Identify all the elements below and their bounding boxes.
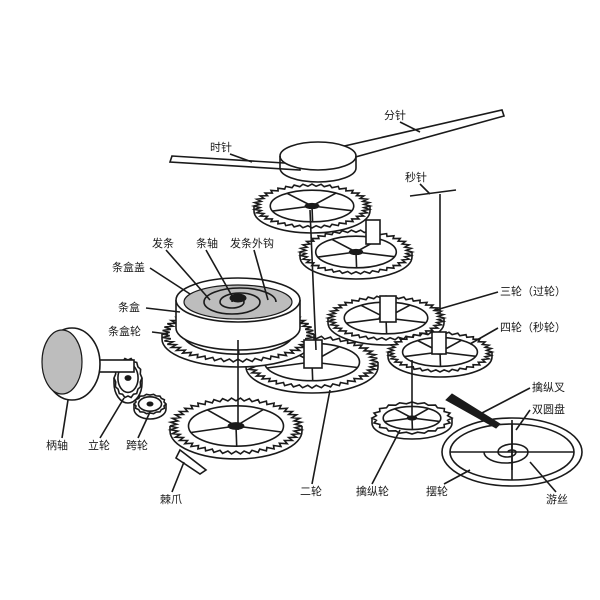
pallet-fork (445, 393, 501, 429)
leader-double-roller (515, 409, 531, 431)
leader-pallet-fork (479, 387, 531, 415)
label-hairspring: 游丝 (546, 493, 568, 506)
label-crown: 柄轴 (46, 439, 68, 452)
label-second-hand: 秒针 (405, 171, 427, 184)
label-minute-hand: 分针 (384, 109, 406, 122)
label-double-roller: 双圆盘 (532, 403, 565, 416)
label-spring: 发条 (152, 237, 174, 250)
label-balance-wheel: 摆轮 (426, 485, 448, 498)
balance-assembly (441, 417, 583, 487)
label-third-wheel: 三轮（过轮） (500, 285, 566, 298)
leader-crown-wheel (137, 411, 151, 439)
leader-fourth-wheel (469, 327, 499, 345)
label-barrel: 条盒 (118, 301, 140, 314)
leader-escape-wheel (371, 429, 401, 485)
leader-center-wheel (311, 389, 331, 485)
crown-gear (132, 393, 168, 420)
label-center-wheel: 二轮 (300, 485, 322, 498)
hand-hub (279, 141, 357, 171)
label-escape-wheel: 擒纵轮 (356, 485, 389, 498)
leader-spring (165, 249, 211, 301)
hairspring-coil (483, 443, 529, 464)
minute-pinion (365, 219, 381, 245)
minute-wheel (296, 229, 416, 280)
hand-hub-side (279, 156, 357, 183)
label-fourth-wheel: 四轮（秒轮） (500, 321, 566, 334)
fourth-pinion (431, 331, 447, 355)
leader-crown (61, 399, 69, 439)
leader-hairspring (529, 461, 557, 493)
leader-barrel-cover (149, 267, 191, 295)
click-pawl (174, 448, 208, 475)
label-hour-hand: 时针 (210, 141, 232, 154)
leader-click (171, 461, 185, 493)
second-hand (409, 189, 457, 197)
third-pinion (379, 295, 397, 323)
ratchet-wheel (167, 397, 305, 460)
leader-spring-hook (253, 249, 269, 301)
leader-balance-wheel (443, 469, 471, 485)
mainspring-barrel (175, 277, 301, 351)
leader-barrel-wheel (151, 331, 169, 335)
center-pinion (303, 339, 323, 369)
leader-barrel (145, 307, 181, 313)
leader-clutch-wheel (99, 397, 125, 439)
leader-arbor (205, 249, 233, 297)
leader-second-hand (419, 183, 431, 195)
label-barrel-cover: 条盒盖 (112, 261, 145, 274)
center-arbor (309, 209, 317, 351)
leader-third-wheel (435, 291, 499, 311)
leader-minute-hand (399, 121, 421, 133)
label-clutch-wheel: 立轮 (88, 439, 110, 452)
label-click: 棘爪 (160, 493, 182, 506)
label-crown-wheel: 跨轮 (126, 439, 148, 452)
label-pallet-fork: 擒纵叉 (532, 381, 565, 394)
mainspring-coil (203, 287, 277, 315)
label-arbor: 条轴 (196, 237, 218, 250)
barrel-arbor-top (229, 293, 247, 303)
hour-wheel (250, 183, 374, 234)
hour-hand (168, 155, 301, 171)
crown-stem (41, 327, 135, 401)
label-spring-hook: 发条外钩 (230, 237, 274, 250)
leader-hour-hand (229, 153, 253, 163)
label-barrel-wheel: 条盒轮 (108, 325, 141, 338)
